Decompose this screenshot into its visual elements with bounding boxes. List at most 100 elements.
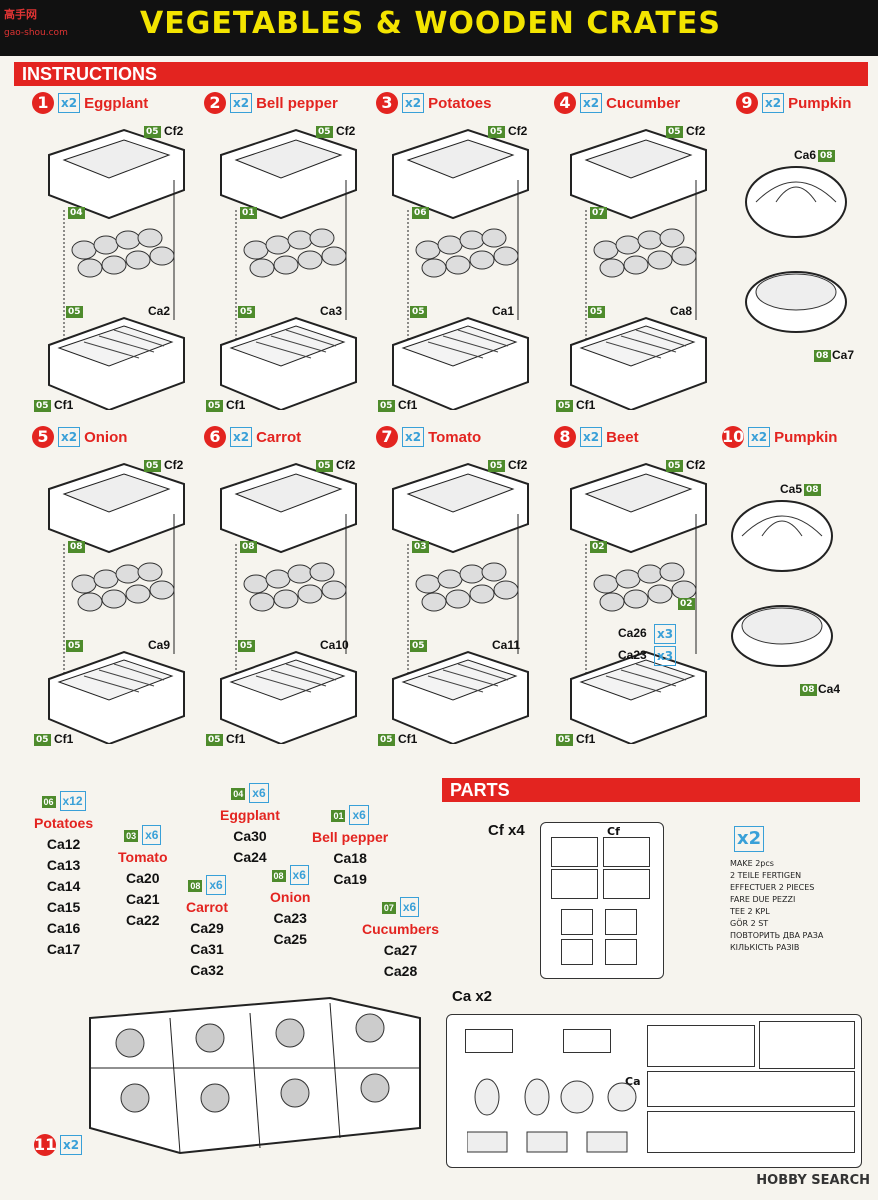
- step-name: Pumpkin: [774, 428, 838, 446]
- part-tag: 05: [66, 640, 83, 652]
- part-tag: 05: [588, 306, 605, 318]
- part-code: Ca16: [46, 920, 81, 936]
- part-tag: 03: [412, 541, 429, 553]
- partlist-name: Potatoes: [34, 815, 94, 831]
- part-code: Ca23: [273, 910, 307, 926]
- partlist-name: Bell pepper: [312, 829, 389, 845]
- part-label-bottom: Cf1: [576, 398, 596, 412]
- part-tag: 05: [488, 460, 505, 472]
- part-tag: 06: [412, 207, 429, 219]
- part-tag: 08: [68, 541, 85, 553]
- quantity-badge: x2: [60, 1135, 83, 1155]
- step-number: 6: [204, 426, 226, 448]
- quantity-badge: x3: [654, 624, 677, 644]
- cf-sprue-label: Cf x4: [488, 822, 525, 839]
- step-number: 11: [34, 1134, 57, 1156]
- part-tag: 08: [188, 880, 203, 892]
- part-label-mid: Ca11: [492, 638, 521, 652]
- part-label-mid: Ca8: [670, 304, 693, 318]
- part-tag: 05: [34, 400, 51, 412]
- part-label-mid: Ca3: [320, 304, 343, 318]
- part-code: Ca25: [273, 931, 307, 947]
- step-name: Cucumber: [606, 94, 681, 112]
- part-tag: 05: [666, 126, 683, 138]
- step-number: 2: [204, 92, 226, 114]
- quantity-badge: x2: [402, 427, 425, 447]
- page-title: VEGETABLES & WOODEN CRATES: [140, 6, 721, 41]
- part-code: Ca30: [233, 828, 267, 844]
- step-number: 10: [722, 426, 745, 448]
- part-tag: 02: [678, 598, 695, 610]
- cf-sprue: Cf: [540, 822, 664, 979]
- part-tag: 05: [206, 734, 223, 746]
- step-name: Tomato: [428, 428, 482, 446]
- part-label-mid: Ca26: [618, 626, 647, 640]
- part-tag: 04: [231, 788, 246, 800]
- part-tag: 05: [410, 306, 427, 318]
- part-tag: 05: [206, 400, 223, 412]
- step-number: 4: [554, 92, 576, 114]
- part-tag: 04: [68, 207, 85, 219]
- crate-assembly-illustration: [48, 128, 185, 410]
- part-tag: 06: [41, 796, 56, 808]
- quantity-badge: x6: [142, 825, 162, 846]
- part-tag: 05: [144, 460, 161, 472]
- quantity-badge: x6: [206, 875, 226, 896]
- part-label-mid: Ca1: [492, 304, 515, 318]
- parts-header: PARTS: [442, 778, 860, 802]
- part-tag: 05: [316, 126, 333, 138]
- partlist-name: Eggplant: [220, 807, 280, 823]
- part-label-top: Cf2: [336, 124, 356, 138]
- part-label-top: Ca5: [780, 482, 803, 496]
- ca-sprue-label: Ca x2: [452, 988, 493, 1005]
- quantity-badge: x2: [748, 427, 771, 447]
- step-number: 1: [32, 92, 54, 114]
- part-label-bottom: Cf1: [54, 732, 74, 746]
- quantity-badge: x12: [59, 791, 86, 812]
- crate-assembly-illustration: [220, 462, 357, 744]
- step-name: Carrot: [256, 428, 302, 446]
- part-code: Ca32: [190, 962, 224, 978]
- part-tag: 07: [590, 207, 607, 219]
- part-tag: 08: [804, 484, 821, 496]
- partlist-name: Onion: [270, 889, 311, 905]
- hobby-search-watermark: HOBBY SEARCH: [756, 1173, 870, 1188]
- quantity-badge: x6: [249, 783, 269, 804]
- instructions-header: INSTRUCTIONS: [14, 62, 868, 86]
- part-tag: 02: [590, 541, 607, 553]
- part-code: Ca15: [46, 899, 81, 915]
- crate-display-illustration: [89, 996, 421, 1155]
- part-tag: 05: [556, 400, 573, 412]
- part-label-top: Cf2: [164, 124, 184, 138]
- part-label-bottom: Cf1: [226, 398, 246, 412]
- part-code: Ca22: [126, 912, 160, 928]
- part-code: Ca17: [46, 941, 81, 957]
- part-tag: 05: [144, 126, 161, 138]
- pumpkin-illustration: [731, 500, 833, 667]
- part-label-top: Cf2: [336, 458, 356, 472]
- part-label-bottom: Cf1: [576, 732, 596, 746]
- step-number: 9: [736, 92, 758, 114]
- part-code: Ca21: [126, 891, 160, 907]
- part-code: Ca20: [126, 870, 160, 886]
- part-label-top: Cf2: [164, 458, 184, 472]
- quantity-badge: x2: [402, 93, 425, 113]
- part-code: Ca29: [190, 920, 224, 936]
- part-tag: 07: [381, 902, 396, 914]
- quantity-badge: x2: [58, 427, 81, 447]
- quantity-badge: x2: [230, 93, 253, 113]
- part-tag: 08: [800, 684, 817, 696]
